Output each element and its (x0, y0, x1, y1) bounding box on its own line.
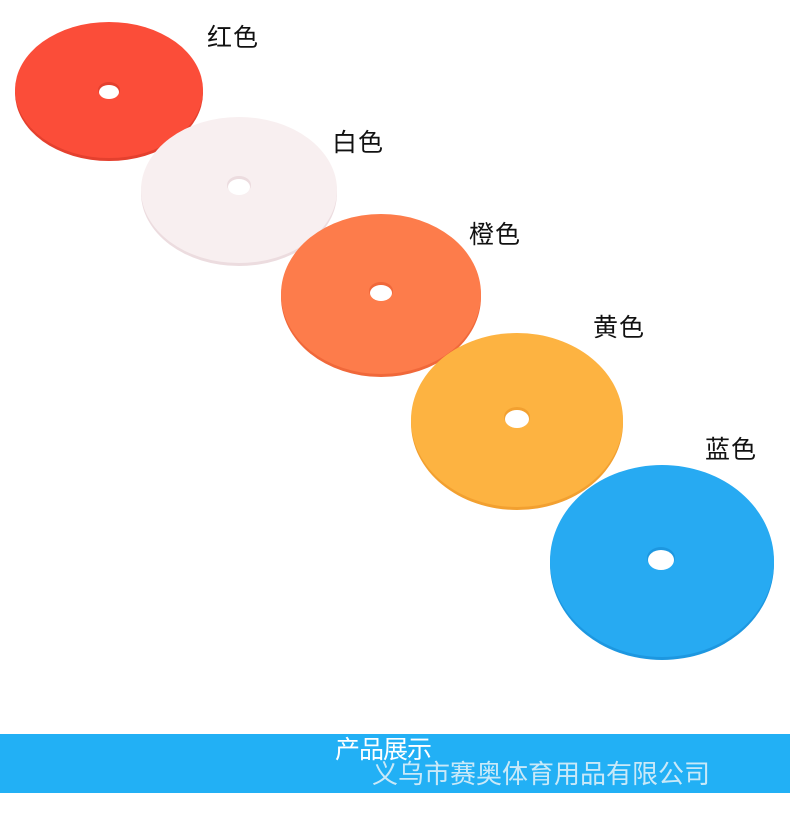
banner-title: 产品展示 (335, 735, 432, 764)
disc-red (15, 22, 203, 161)
disc-yellow (411, 333, 623, 510)
company-watermark: 义乌市赛奥体育用品有限公司 (372, 760, 711, 790)
footer-banner: 产品展示 义乌市赛奥体育用品有限公司 (0, 734, 790, 793)
disc-blue (550, 465, 774, 660)
label-orange: 橙色 (469, 220, 522, 249)
disc-white (141, 117, 337, 266)
label-red: 红色 (207, 23, 260, 52)
disc-orange (281, 214, 481, 377)
label-blue: 蓝色 (705, 435, 758, 464)
label-yellow: 黄色 (593, 313, 646, 342)
label-white: 白色 (332, 128, 385, 157)
discs-illustration (15, 22, 774, 660)
